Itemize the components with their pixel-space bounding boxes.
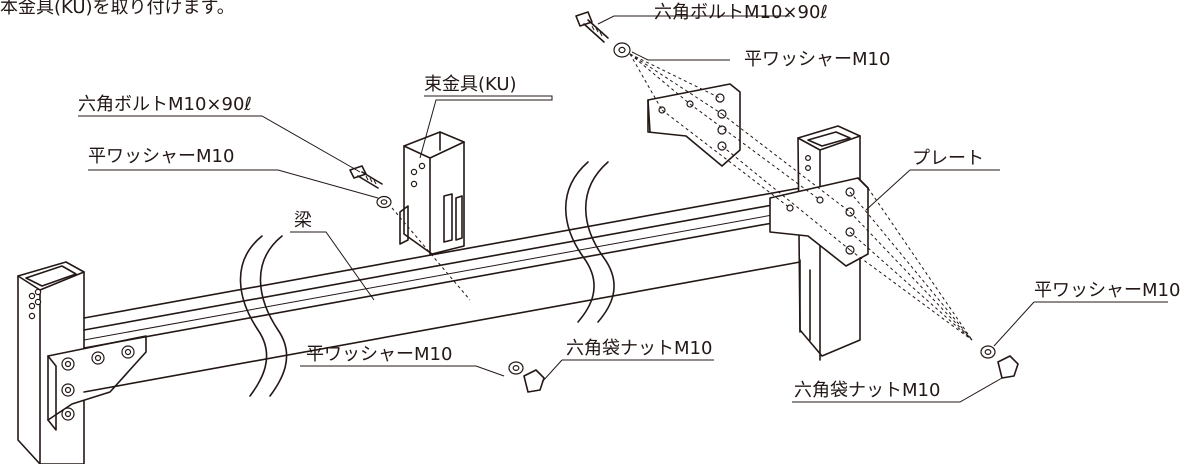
center-nut [523, 369, 545, 393]
header-text: 本金具(KU)を取り付けます。 [0, 0, 235, 18]
label-right-washer: 平ワッシャーM10 [1034, 280, 1180, 301]
left-axis-line [391, 207, 471, 301]
label-right-nut: 六角袋ナットM10 [794, 380, 940, 401]
label-left-washer: 平ワッシャーM10 [88, 146, 234, 167]
leader-lines [78, 15, 1168, 403]
label-top-washer: 平ワッシャーM10 [744, 49, 890, 70]
label-bracket-ku: 束金具(KU) [424, 74, 517, 95]
left-washer [376, 195, 392, 209]
label-beam: 梁 [294, 210, 312, 231]
top-dashes [629, 53, 851, 251]
top-bolt [575, 11, 609, 43]
top-washer [613, 42, 631, 58]
label-center-nut: 六角袋ナットM10 [566, 338, 712, 359]
back-plate [647, 83, 741, 167]
right-dashes [849, 187, 973, 341]
label-center-washer: 平ワッシャーM10 [306, 344, 452, 365]
label-top-bolt: 六角ボルトM10×90ℓ [654, 2, 828, 23]
right-washer [980, 345, 996, 359]
center-washer [508, 361, 524, 375]
label-plate: プレート [912, 148, 984, 169]
label-left-bolt: 六角ボルトM10×90ℓ [78, 94, 252, 115]
right-nut [997, 355, 1019, 379]
beam-break-marks [239, 161, 615, 397]
bracket-ku [399, 131, 465, 255]
beam [83, 187, 801, 393]
